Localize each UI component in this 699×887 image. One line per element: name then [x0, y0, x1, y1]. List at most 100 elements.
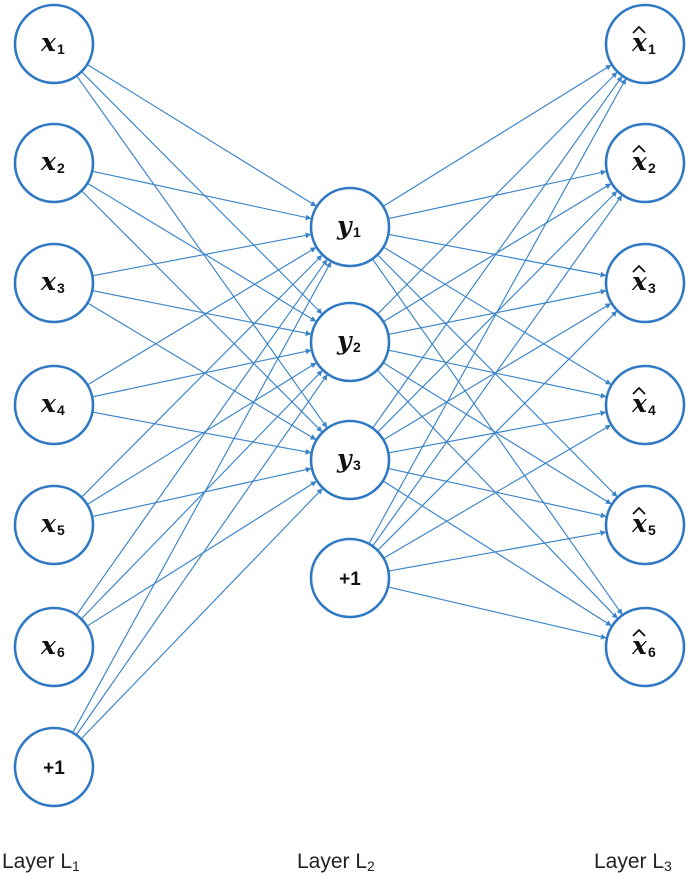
node-subscript: 2	[57, 160, 65, 176]
layer-label-1: Layer L1	[2, 850, 80, 874]
node-subscript: 4	[57, 402, 65, 418]
bias-label: +1	[339, 569, 361, 590]
edge-l2n3-to-l3n1	[372, 76, 623, 429]
bias-label: +1	[43, 758, 65, 779]
node-circle	[604, 3, 686, 85]
node-circle	[604, 122, 686, 204]
edge-l2n4-to-l3n3	[377, 310, 618, 551]
edge-l2n4-to-l3n6	[387, 586, 607, 640]
edge-l2n3-to-l3n6	[382, 480, 612, 627]
node-variable: y	[336, 326, 353, 355]
node-circle	[604, 364, 686, 446]
node-circle	[604, 484, 686, 566]
node-variable: x	[631, 28, 648, 57]
edge-l1n5-to-l2n3	[91, 466, 312, 518]
node-variable: x	[631, 631, 648, 660]
edge-l2n1-to-l3n1	[382, 64, 612, 207]
node-variable: x	[40, 631, 57, 660]
node-variable: y	[336, 444, 353, 473]
edge-l1n1-to-l2n3	[76, 75, 328, 428]
edge-l1n3-to-l2n1	[92, 232, 312, 277]
node-circle	[13, 606, 95, 688]
edge-l2n2-to-l3n5	[382, 362, 612, 505]
edge-l1n2-to-l2n1	[91, 170, 312, 221]
node-subscript: 2	[648, 160, 656, 176]
layer-label-2: Layer L2	[297, 850, 375, 874]
hat-accent-icon	[632, 264, 646, 273]
node-subscript: 1	[353, 224, 361, 240]
node-variable: x	[631, 267, 648, 296]
edge-l2n4-to-l3n5	[388, 530, 607, 572]
hat-accent-icon	[632, 25, 646, 34]
node-variable: x	[40, 147, 57, 176]
edge-l1n1-to-l2n2	[81, 71, 323, 315]
node-subscript: 6	[648, 644, 656, 660]
edge-l1n4-to-l2n1	[87, 247, 317, 386]
node-variable: x	[40, 509, 57, 538]
node-subscript: 5	[648, 522, 656, 538]
node-subscript: 3	[57, 280, 65, 296]
edge-l1n7-to-l2n2	[75, 374, 328, 736]
node-circle	[13, 242, 95, 324]
hat-accent-icon	[632, 144, 646, 153]
node-circle	[604, 606, 686, 688]
node-subscript: 1	[648, 41, 656, 57]
edge-l2n2-to-l3n6	[376, 369, 618, 619]
edge-l2n1-to-l3n4	[383, 246, 612, 385]
edge-l1n2-to-l2n2	[87, 182, 317, 322]
node-subscript: 3	[648, 280, 656, 296]
node-subscript: 6	[57, 644, 65, 660]
node-variable: x	[40, 267, 57, 296]
node-variable: y	[336, 211, 353, 240]
node-circle	[309, 301, 391, 383]
hat-accent-icon	[632, 628, 646, 637]
node-subscript: 4	[648, 402, 656, 418]
edge-l2n4-to-l3n2	[372, 195, 623, 547]
edge-l1n4-to-l2n3	[92, 411, 312, 455]
edge-l2n3-to-l3n4	[388, 410, 607, 454]
edge-l1n6-to-l2n2	[80, 370, 323, 620]
node-subscript: 2	[353, 339, 361, 355]
layer-label-3: Layer L3	[594, 850, 672, 874]
hat-accent-icon	[632, 386, 646, 395]
node-variable: x	[40, 28, 57, 57]
edge-l2n1-to-l3n6	[371, 258, 623, 615]
node-subscript: 1	[57, 41, 65, 57]
edge-l2n2-to-l3n4	[387, 349, 607, 399]
node-circle	[309, 186, 391, 268]
edge-l2n4-to-l3n1	[368, 78, 627, 545]
node-circle	[13, 122, 95, 204]
edge-l1n5-to-l2n1	[81, 254, 323, 498]
bias-node-layer-2: +1	[309, 537, 391, 619]
edge-l1n6-to-l2n3	[86, 480, 317, 627]
edge-l1n6-to-l2n1	[76, 259, 328, 616]
edge-l1n4-to-l2n2	[91, 348, 312, 398]
node-circle	[13, 3, 95, 85]
edge-l2n2-to-l3n1	[376, 71, 618, 315]
edge-l2n4-to-l3n4	[383, 424, 611, 559]
edge-l1n7-to-l2n1	[72, 261, 332, 734]
node-circle	[13, 364, 95, 446]
node-variable: x	[631, 509, 648, 538]
edge-l1n1-to-l2n1	[86, 64, 317, 207]
node-variable: x	[631, 389, 648, 418]
edge-l2n1-to-l3n2	[387, 169, 607, 220]
node-circle	[13, 484, 95, 566]
node-circle	[13, 726, 95, 808]
node-variable: x	[631, 147, 648, 176]
edge-l1n2-to-l2n3	[81, 190, 323, 433]
edge-l1n3-to-l2n2	[92, 290, 312, 337]
